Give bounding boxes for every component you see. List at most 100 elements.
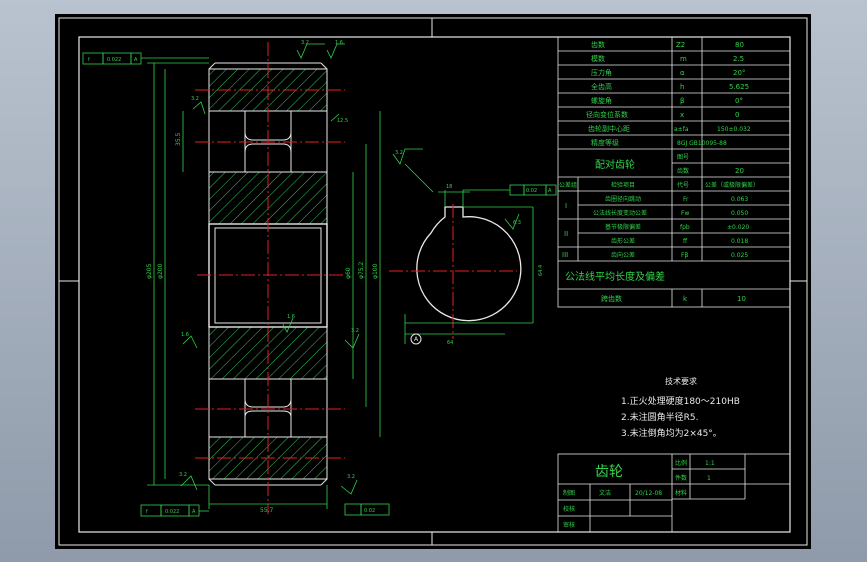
param-value: 0 <box>735 111 739 119</box>
scale-value: 1:1 <box>705 460 715 467</box>
param-value: 80 <box>735 41 744 49</box>
param-name: 全齿高 <box>591 82 612 91</box>
tol-col-value: 公差（或极限偏差） <box>705 181 759 189</box>
param-symbol: Z2 <box>676 41 685 49</box>
tech-requirements: 技术要求 1.正火处理硬度180～210HB 2.未注圆角半径R5. 3.未注倒… <box>621 376 740 439</box>
tol-item: 公法线长度变动公差 <box>593 209 647 217</box>
roughness-web: 12.5 <box>337 118 348 124</box>
param-value: 5.625 <box>729 83 749 91</box>
tol-code: Fw <box>681 210 689 217</box>
checker-label: 校核 <box>563 505 575 513</box>
param-name: 螺旋角 <box>591 96 612 105</box>
roughness-right-bore: 3.2 <box>351 328 359 334</box>
mating-gear-label: 配对齿轮 <box>595 158 635 171</box>
tol-item: 齿圈径向跳动 <box>605 195 641 203</box>
param-value: 20° <box>733 69 745 77</box>
datum-A-symbol: A <box>414 336 419 343</box>
param-name: 齿轮副中心距 <box>588 124 630 133</box>
param-value: 150±0.032 <box>717 126 751 133</box>
param-symbol: β <box>680 97 684 105</box>
tol-col-item: 检验项目 <box>611 181 635 189</box>
tech-req-item: 3.未注倒角均为2×45°。 <box>621 427 722 439</box>
dim-outer-diameter: φ205 <box>146 263 153 279</box>
roughness-key-side: 6.3 <box>513 220 521 226</box>
tol-bottom-right: 0.02 <box>364 508 375 514</box>
param-value: 0° <box>735 97 743 105</box>
mating-teeth-label: 齿数 <box>677 167 689 175</box>
tol-bottom-symbol: f <box>146 509 148 515</box>
tol-code: fpb <box>680 224 690 231</box>
tol-code: Fr <box>683 196 689 203</box>
param-name: 精度等级 <box>591 138 619 147</box>
tol-item: 基节极限偏差 <box>605 223 641 231</box>
dim-key-width: 18 <box>446 184 452 190</box>
dim-hub-length: 35.5 <box>175 132 182 146</box>
param-symbol: α <box>680 69 685 77</box>
roughness-left-bottom: 3.2 <box>179 472 187 478</box>
hub-circle-keyway <box>416 206 522 322</box>
parameter-table: 齿数 Z2 80 模数 m 2.5 压力角 α 20° 全齿高 h 5.625 … <box>557 36 791 308</box>
tol-value: 0.063 <box>731 196 748 203</box>
part-name: 齿轮 <box>595 464 623 480</box>
roughness-top-1: 3.2 <box>301 40 309 46</box>
tol-left-value: 0.022 <box>107 57 121 63</box>
gear-section-view <box>195 42 345 514</box>
tol-item: 齿向公差 <box>611 251 635 259</box>
roughness-right-bottom: 3.2 <box>347 474 355 480</box>
param-symbol: x <box>680 111 684 119</box>
tol-left-datum: A <box>134 57 138 63</box>
dim-hub-diameter: φ100 <box>372 263 379 279</box>
tol-group: II <box>564 230 568 238</box>
outer-border <box>58 17 808 546</box>
qty-value: 1 <box>707 475 711 482</box>
tech-req-title: 技术要求 <box>665 376 697 386</box>
tech-req-item: 2.未注圆角半径R5. <box>621 411 698 423</box>
tol-code: Fβ <box>681 252 688 259</box>
tol-item: 齿形公差 <box>611 237 635 245</box>
drawing-sheet: φ205 φ200 35.5 φ60 φ75.2 φ100 55.7 0.022… <box>55 14 811 549</box>
tol-value: 0.050 <box>731 210 748 217</box>
mating-teeth-value: 20 <box>735 167 744 175</box>
mating-drawing-no-label: 图号 <box>677 154 689 161</box>
dim-bore-diameter: φ60 <box>345 267 352 279</box>
roughness-bore: 1.6 <box>287 314 295 320</box>
dimension-lines <box>82 43 390 517</box>
param-value: 8GJ GB10095-88 <box>677 140 727 147</box>
title-block: 齿轮 比例 1:1 件数 1 材料 制图 文洁 20/12-08 校核 审核 <box>557 453 791 533</box>
qty-label: 件数 <box>675 474 687 482</box>
tol-group: III <box>562 251 568 259</box>
param-name: 齿数 <box>591 40 605 49</box>
param-name: 压力角 <box>591 68 612 77</box>
dim-key-depth: 64.4 <box>538 265 544 276</box>
tech-req-item: 1.正火处理硬度180～210HB <box>621 395 740 407</box>
param-name: 径向变位系数 <box>586 110 628 119</box>
roughness-left-top: 3.2 <box>191 96 199 102</box>
dim-face-width: 55.7 <box>260 507 274 514</box>
span-teeth-value: 10 <box>737 295 746 303</box>
param-value: 2.5 <box>733 55 744 63</box>
dim-inner-diameter: φ75.2 <box>358 262 365 280</box>
param-symbol: a±fa <box>674 126 689 133</box>
param-symbol: m <box>680 55 687 63</box>
span-teeth-label: 跨齿数 <box>601 294 622 303</box>
tol-col-group: 公差组 <box>559 181 577 189</box>
param-name: 模数 <box>591 54 605 63</box>
normal-length-label: 公法线平均长度及偏差 <box>565 270 665 283</box>
span-teeth-code: k <box>683 295 688 303</box>
roughness-top-2: 1.6 <box>335 40 343 46</box>
roughness-left-bore: 1.6 <box>181 332 189 338</box>
dim-root-diameter: φ200 <box>157 263 164 279</box>
roughness-keyway: 3.2 <box>395 150 403 156</box>
tol-bottom-datum: A <box>192 509 196 515</box>
dim-hub-width: 64 <box>447 340 453 346</box>
designer-label: 制图 <box>563 489 575 497</box>
tol-col-code: 代号 <box>677 181 689 189</box>
approver-label: 审核 <box>563 521 575 529</box>
scale-label: 比例 <box>675 459 687 467</box>
tol-left-symbol: f <box>88 57 90 63</box>
tol-key-symmetry: 0.02 <box>526 188 537 194</box>
tol-value: 0.025 <box>731 252 748 259</box>
tol-key-datum: A <box>548 188 552 194</box>
param-symbol: h <box>680 83 684 91</box>
drawing-canvas: φ205 φ200 35.5 φ60 φ75.2 φ100 55.7 0.022… <box>58 17 808 546</box>
